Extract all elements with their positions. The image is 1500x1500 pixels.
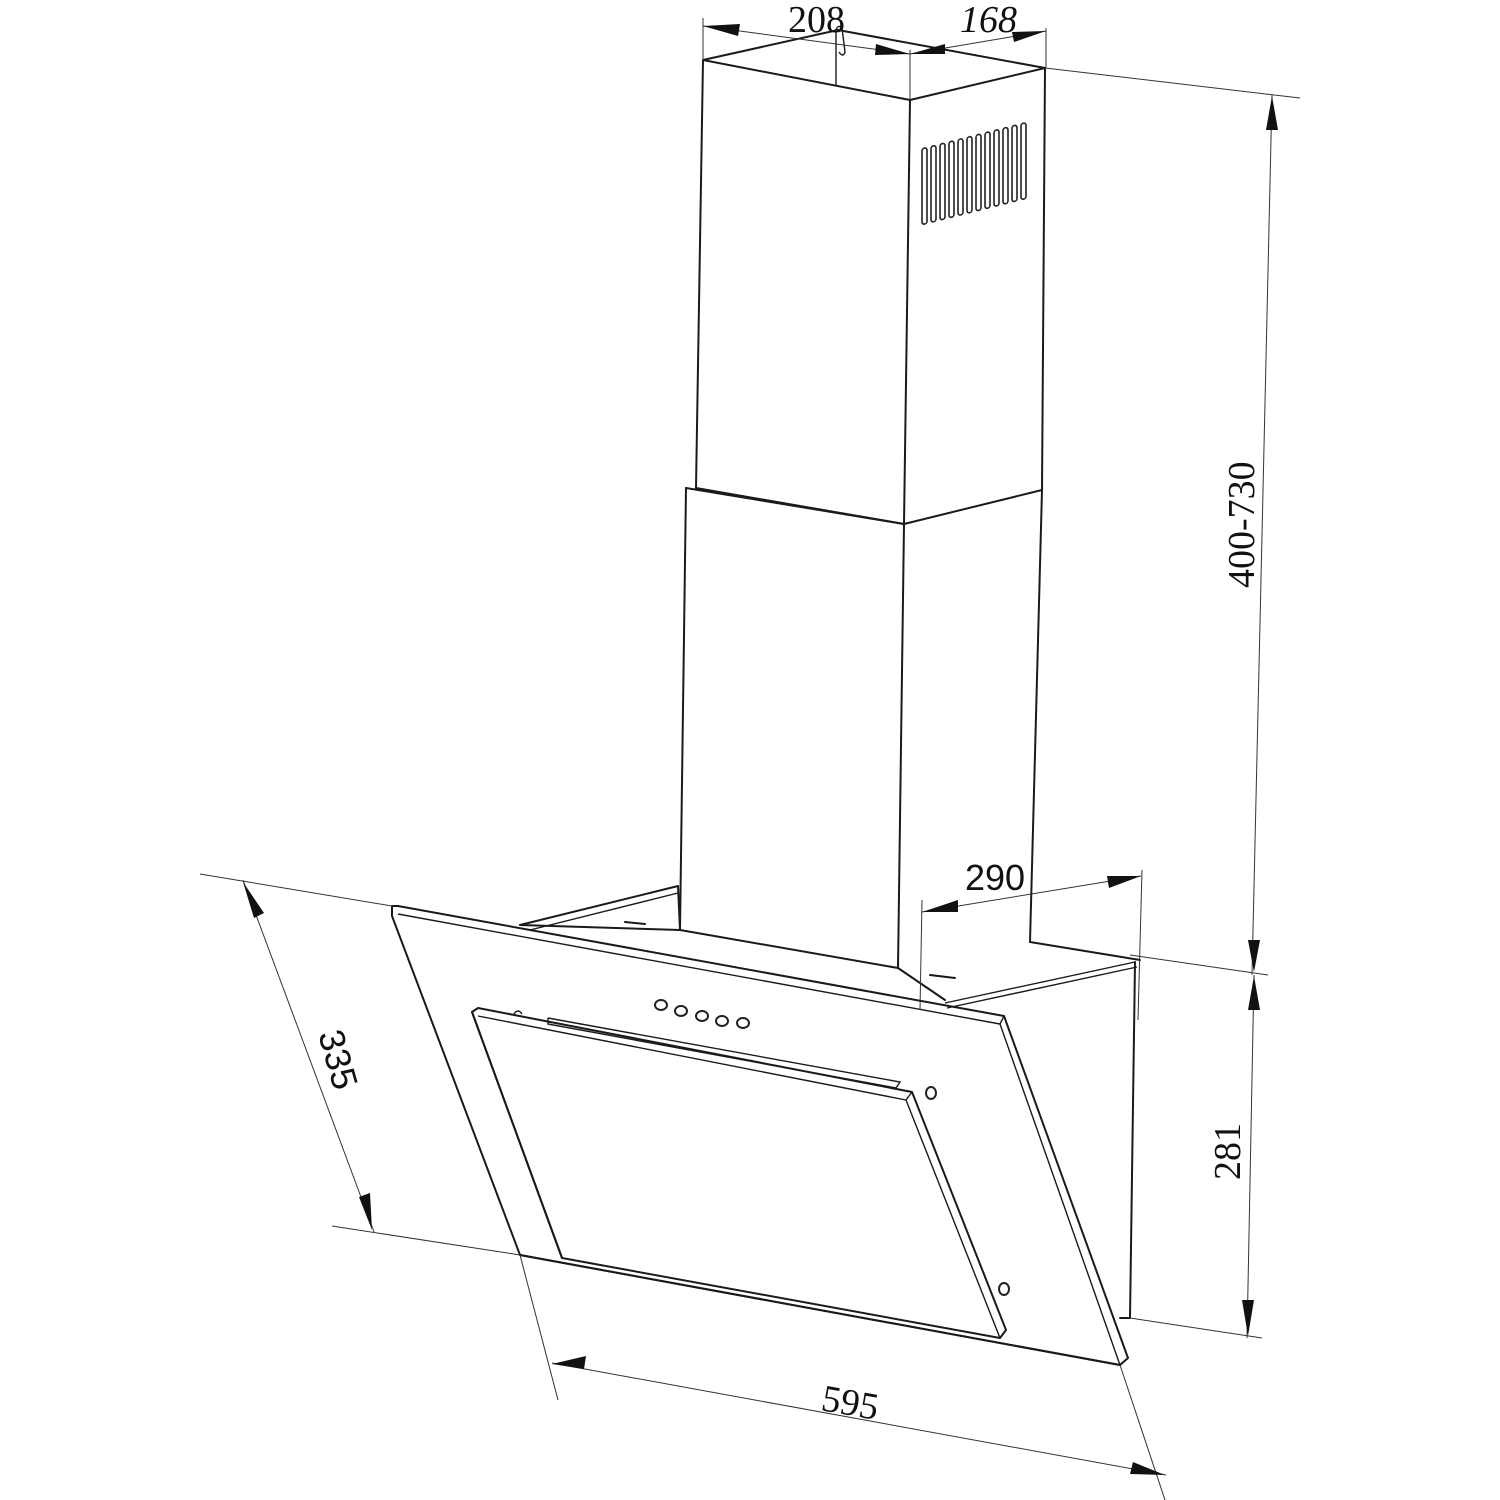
- label-overall-width: 595: [818, 1378, 881, 1429]
- label-canopy-height: 281: [1207, 1123, 1249, 1180]
- dimension-chimney-depth: [909, 28, 1047, 68]
- glass-front-panel: [391, 905, 1129, 1366]
- dimension-canopy-depth: [919, 869, 1143, 1021]
- label-chimney-depth: 168: [960, 0, 1017, 41]
- dimension-overall-width: [519, 1254, 1167, 1500]
- control-buttons: [654, 999, 750, 1029]
- label-canopy-depth: 290: [965, 857, 1025, 898]
- vent-grille: [921, 122, 1027, 225]
- label-chimney-height: 400-730: [1221, 461, 1263, 588]
- dimension-chimney-height: [1044, 67, 1301, 976]
- label-chimney-width: 208: [788, 0, 845, 41]
- inner-filter-panel: [471, 1007, 1007, 1339]
- dimension-glass-height: [199, 873, 521, 1256]
- dimension-chimney-width: [702, 18, 911, 100]
- glass-fixing-screws: [925, 1086, 1010, 1296]
- dimension-canopy-height: [1129, 974, 1263, 1339]
- chimney-lower: [679, 487, 1043, 969]
- chimney-upper: [695, 25, 1046, 525]
- canopy-body: [519, 885, 1141, 1319]
